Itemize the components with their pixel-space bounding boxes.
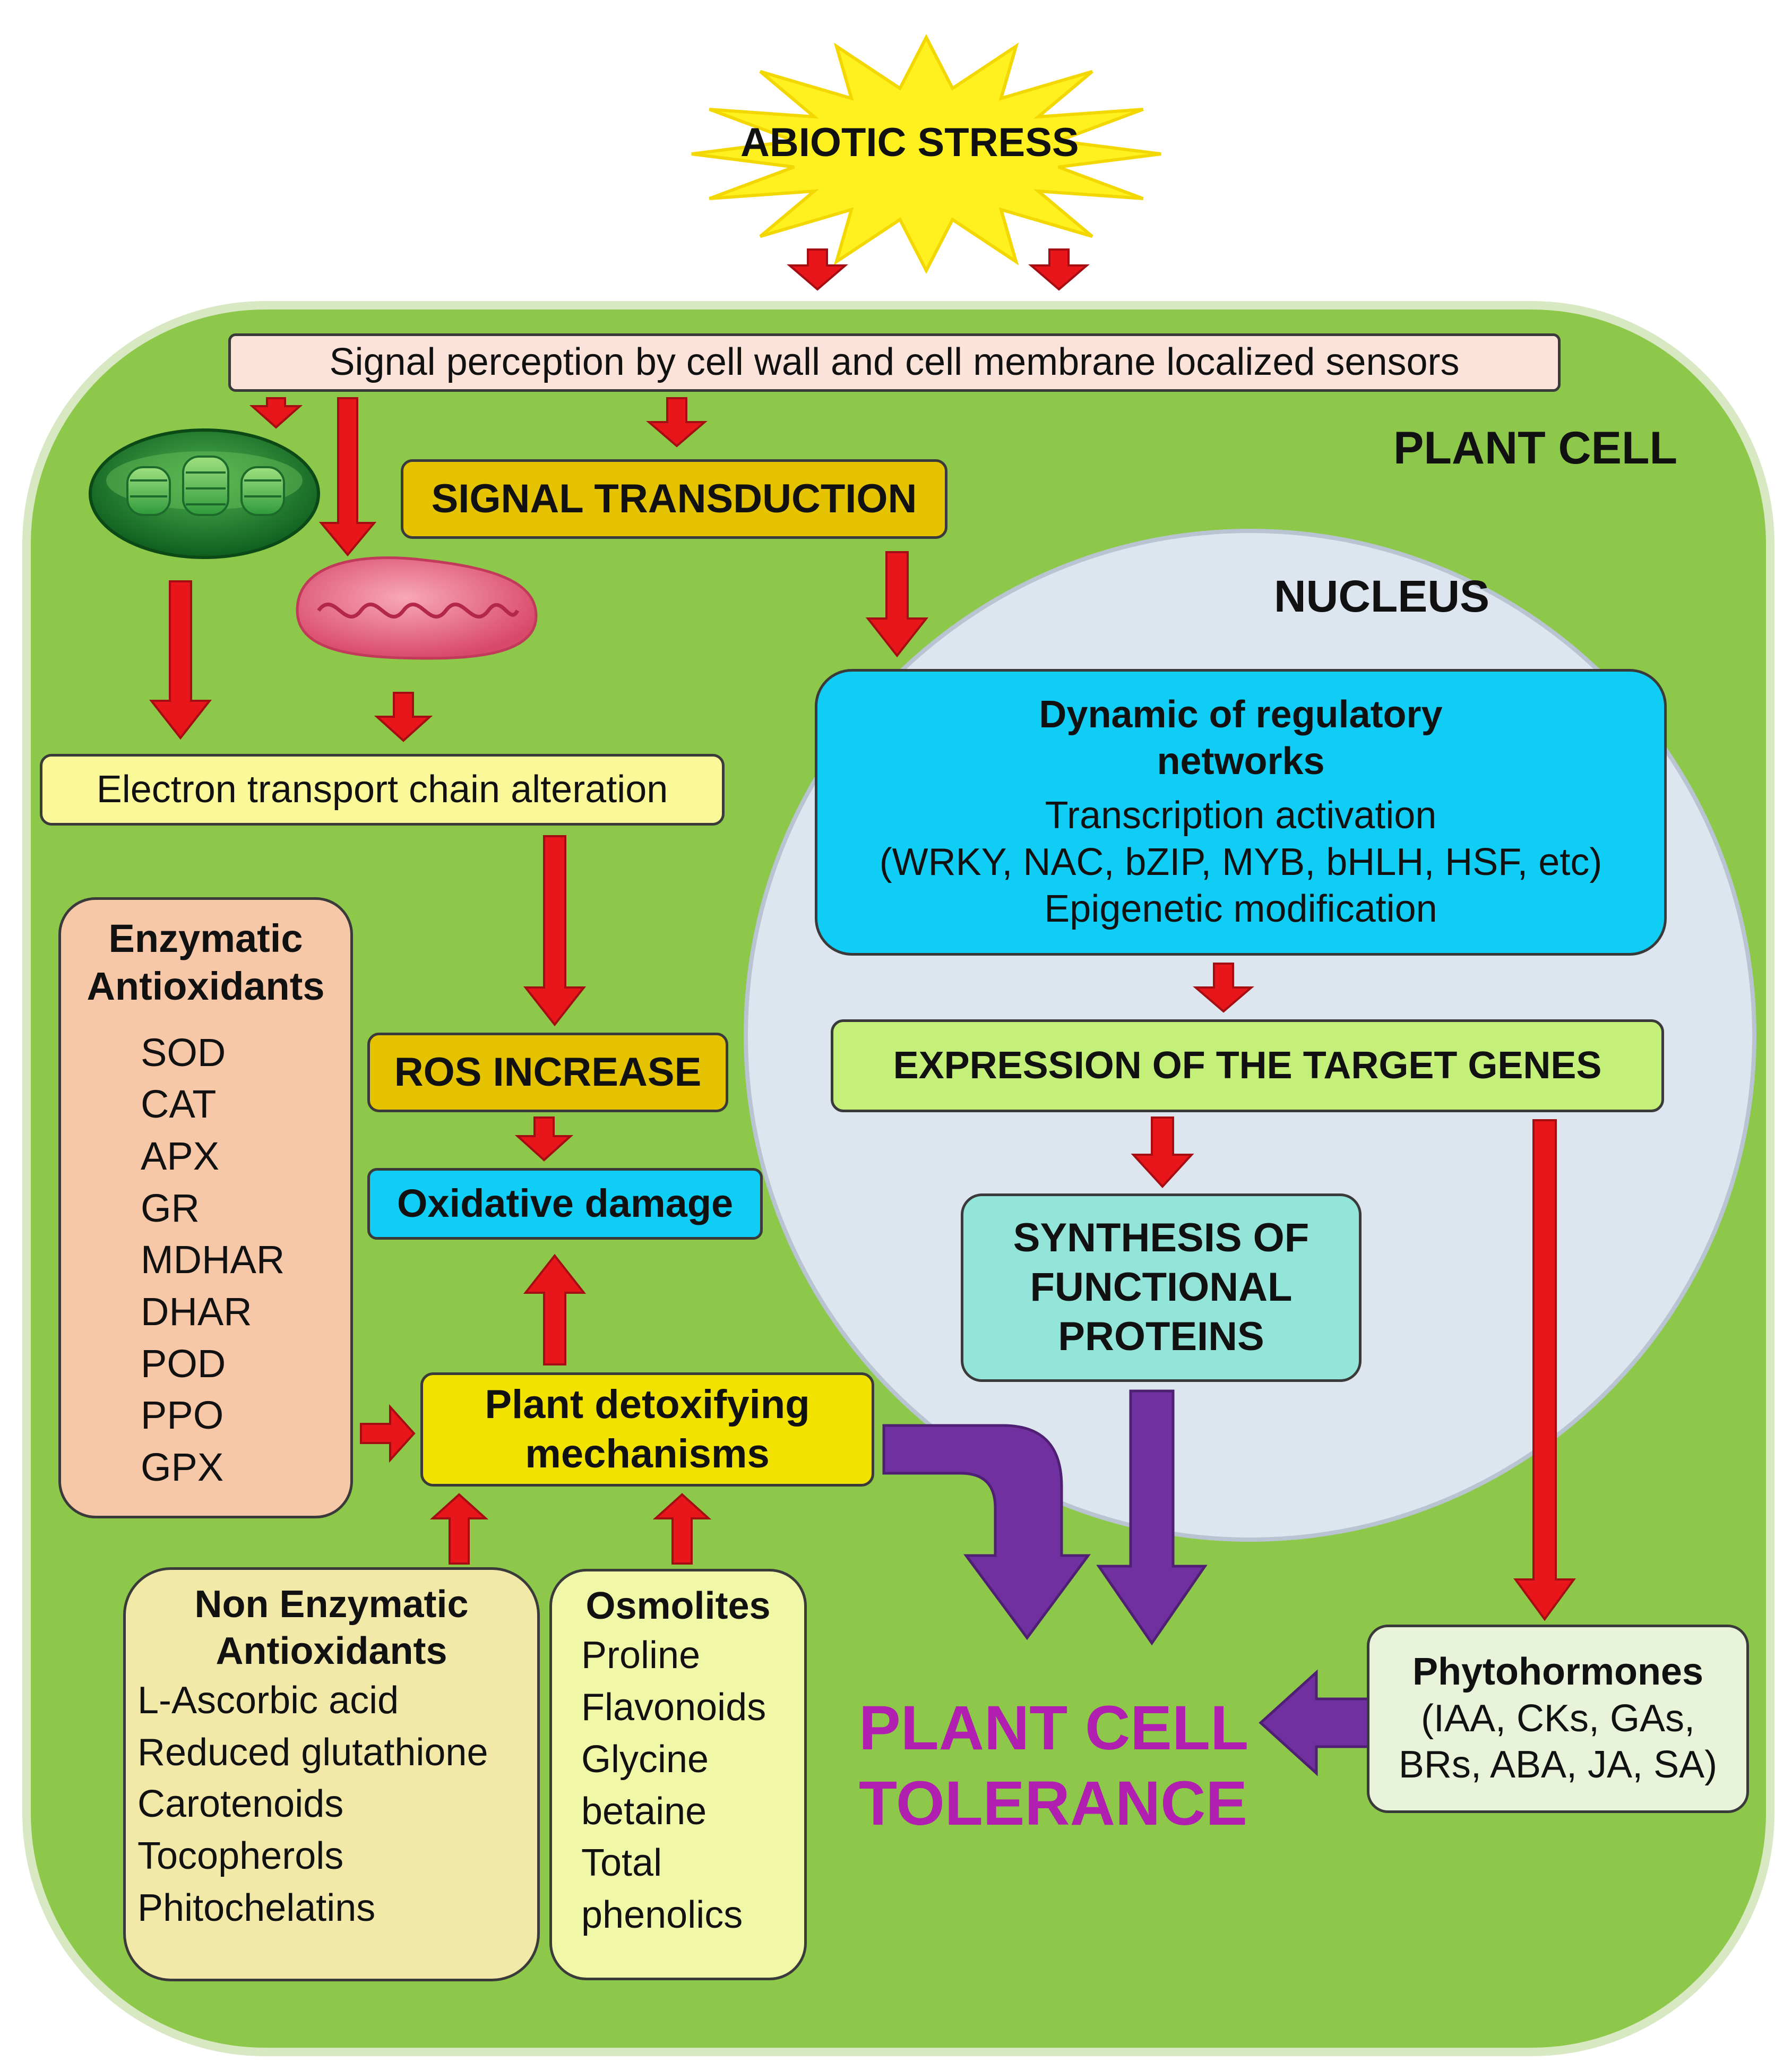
enzyme-item: DHAR <box>141 1289 252 1334</box>
osmolite-item: Glycine <box>581 1738 709 1781</box>
purple-left-arrow <box>1259 1669 1371 1776</box>
synthesis-box: SYNTHESIS OF FUNCTIONAL PROTEINS <box>961 1193 1362 1382</box>
red-arrow-right <box>360 1404 416 1463</box>
regulatory-title-line2: networks <box>1157 740 1325 783</box>
red-arrow-down <box>865 551 929 658</box>
osmolites-list: Proline Flavonoids Glycine betaine Total… <box>581 1630 766 1942</box>
non-enzymatic-item: Carotenoids <box>137 1783 344 1826</box>
enzyme-item: PPO <box>141 1393 224 1438</box>
red-arrow-down <box>374 692 433 742</box>
regulatory-title-line1: Dynamic of regulatory <box>1039 693 1443 736</box>
phytohormones-line1: (IAA, CKs, GAs, <box>1420 1697 1695 1740</box>
signal-perception-box: Signal perception by cell wall and cell … <box>228 333 1561 392</box>
enzyme-item: APX <box>141 1133 220 1178</box>
epigenetic-modification-text: Epigenetic modification <box>1044 887 1437 930</box>
expression-box: EXPRESSION OF THE TARGET GENES <box>831 1019 1664 1112</box>
enzymatic-title-line2: Antioxidants <box>87 964 325 1009</box>
non-enzymatic-list: L-Ascorbic acid Reduced glutathione Caro… <box>137 1675 488 1935</box>
osmolite-item: betaine <box>581 1790 707 1833</box>
electron-transport-box: Electron transport chain alteration <box>40 754 725 826</box>
phytohormones-box: Phytohormones (IAA, CKs, GAs, BRs, ABA, … <box>1367 1625 1749 1813</box>
red-arrow-down <box>1028 248 1090 291</box>
enzyme-item: GR <box>141 1186 200 1230</box>
transcription-factors-text: (WRKY, NAC, bZIP, MYB, bHLH, HSF, etc) <box>879 840 1603 883</box>
red-arrow-down <box>1513 1119 1576 1621</box>
red-arrow-down <box>646 397 708 448</box>
enzymatic-title-line1: Enzymatic <box>108 916 303 960</box>
osmolite-item: Proline <box>581 1634 701 1677</box>
regulatory-networks-box: Dynamic of regulatory networks Transcrip… <box>815 669 1667 956</box>
oxidative-damage-text: Oxidative damage <box>397 1181 734 1226</box>
non-enzymatic-title-line1: Non Enzymatic <box>194 1583 469 1626</box>
red-arrow-down <box>249 397 303 429</box>
red-arrow-down <box>514 1116 574 1162</box>
red-arrow-up <box>652 1493 712 1565</box>
detox-line1: Plant detoxifying <box>485 1381 810 1427</box>
red-arrow-down <box>787 248 848 291</box>
osmolites-box: Osmolites Proline Flavonoids Glycine bet… <box>549 1569 807 1980</box>
non-enzymatic-item: L-Ascorbic acid <box>137 1679 399 1722</box>
plant-cell-tolerance-label: PLANT CELL TOLERANCE <box>859 1691 1248 1841</box>
phytohormones-line2: BRs, ABA, JA, SA) <box>1398 1743 1718 1786</box>
synthesis-line2: FUNCTIONAL <box>1030 1265 1293 1310</box>
enzyme-item: GPX <box>141 1445 224 1489</box>
red-arrow-down <box>1131 1116 1194 1188</box>
signal-transduction-box: SIGNAL TRANSDUCTION <box>401 459 947 539</box>
abiotic-stress-star-shape <box>691 33 1161 274</box>
synthesis-line3: PROTEINS <box>1058 1313 1264 1359</box>
osmolite-item: Flavonoids <box>581 1686 766 1729</box>
signal-transduction-text: SIGNAL TRANSDUCTION <box>431 476 917 521</box>
enzymatic-list: SOD CAT APX GR MDHAR DHAR POD PPO GPX <box>141 1027 285 1493</box>
abiotic-stress-label: ABIOTIC STRESS <box>740 120 1079 165</box>
purple-arrows <box>882 1389 1371 1776</box>
mitochondrion-icon <box>296 556 538 660</box>
detox-line2: mechanisms <box>525 1431 770 1476</box>
red-arrow-up <box>523 1253 587 1365</box>
synthesis-line1: SYNTHESIS OF <box>1013 1215 1309 1261</box>
enzyme-item: CAT <box>141 1082 217 1127</box>
red-arrow-down <box>1193 963 1254 1013</box>
non-enzymatic-item: Tocopherols <box>137 1835 344 1878</box>
red-arrow-up <box>429 1493 489 1565</box>
signal-perception-text: Signal perception by cell wall and cell … <box>329 341 1460 384</box>
purple-curved-arrow <box>882 1424 1091 1640</box>
osmolite-item: phenolics <box>581 1894 743 1937</box>
red-arrow-down <box>318 397 377 557</box>
tolerance-line2: TOLERANCE <box>859 1768 1248 1839</box>
non-enzymatic-item: Reduced glutathione <box>137 1731 488 1774</box>
chloroplast-icon <box>89 428 320 559</box>
phytohormones-title: Phytohormones <box>1412 1650 1704 1693</box>
ros-increase-text: ROS INCREASE <box>394 1049 702 1095</box>
purple-down-arrow <box>1096 1389 1208 1646</box>
nucleus-label: NUCLEUS <box>1274 571 1490 621</box>
transcription-activation-text: Transcription activation <box>1045 794 1437 837</box>
oxidative-damage-box: Oxidative damage <box>367 1168 763 1240</box>
non-enzymatic-title-line2: Antioxidants <box>216 1629 447 1672</box>
osmolites-title: Osmolites <box>585 1585 771 1627</box>
red-arrow-down <box>523 835 587 1027</box>
plant-cell-label: PLANT CELL <box>1393 423 1678 474</box>
red-arrow-down <box>149 580 212 740</box>
enzymatic-antioxidants-box: Enzymatic Antioxidants SOD CAT APX GR MD… <box>58 897 353 1518</box>
expression-text: EXPRESSION OF THE TARGET GENES <box>893 1044 1602 1087</box>
non-enzymatic-antioxidants-box: Non Enzymatic Antioxidants L-Ascorbic ac… <box>123 1567 540 1981</box>
tolerance-line1: PLANT CELL <box>859 1693 1249 1763</box>
red-arrows <box>149 248 1576 1621</box>
non-enzymatic-item: Phitochelatins <box>137 1887 376 1930</box>
detoxifying-mechanisms-box: Plant detoxifying mechanisms <box>420 1372 874 1487</box>
enzyme-item: SOD <box>141 1030 226 1075</box>
electron-transport-text: Electron transport chain alteration <box>96 768 668 811</box>
ros-increase-box: ROS INCREASE <box>367 1033 728 1112</box>
osmolite-item: Total <box>581 1842 662 1885</box>
enzyme-item: POD <box>141 1341 226 1386</box>
enzyme-item: MDHAR <box>141 1238 285 1282</box>
